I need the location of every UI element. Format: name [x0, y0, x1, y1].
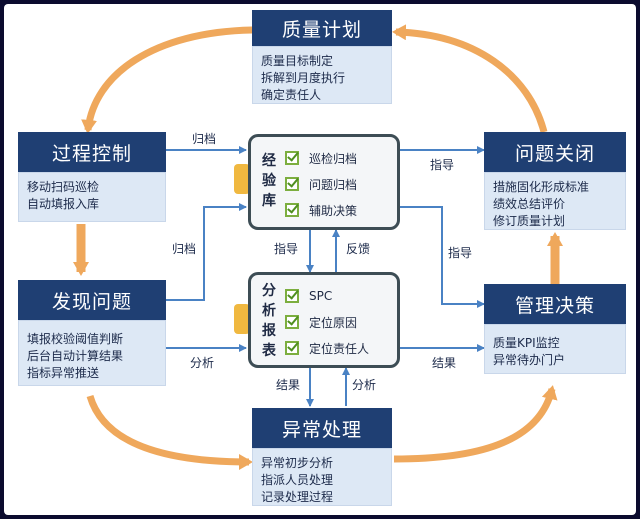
- node-body: 质量KPI监控 异常待办门户: [484, 324, 626, 374]
- node-line: 指派人员处理: [261, 473, 334, 487]
- experience-lib-item: 问题归档: [285, 173, 391, 195]
- node-line: 异常初步分析: [261, 456, 334, 470]
- checkbox-icon: [285, 289, 299, 303]
- node-line: 质量目标制定: [261, 54, 334, 68]
- cycle-arrow-close-to-plan: [392, 24, 548, 133]
- node-exception: 异常处理 异常初步分析 指派人员处理 记录处理过程: [252, 408, 392, 506]
- label-guide-center: 指导: [274, 242, 299, 256]
- node-body: 异常初步分析 指派人员处理 记录处理过程: [252, 448, 392, 506]
- node-body: 措施固化形成标准 绩效总结评价 修订质量计划: [484, 172, 626, 230]
- cycle-arrow-plan-to-control: [81, 26, 253, 134]
- checkbox-icon: [285, 203, 299, 217]
- node-line: 修订质量计划: [493, 214, 566, 228]
- item-label: 巡检归档: [309, 151, 358, 166]
- node-line: 异常待办门户: [493, 353, 566, 367]
- node-line: 移动扫码巡检: [27, 180, 100, 194]
- label-analyze-bottom: 分析: [352, 378, 377, 392]
- analysis-report-item: 定位责任人: [285, 337, 391, 359]
- item-label: 问题归档: [309, 177, 358, 192]
- analysis-report: 分 析 报 表 SPC 定位原因 定位责任人: [248, 272, 400, 368]
- node-line: 拆解到月度执行: [261, 71, 346, 85]
- node-title: 发现问题: [18, 280, 166, 320]
- node-line: 后台自动计算结果: [27, 349, 124, 363]
- label-archive-top: 归档: [192, 132, 217, 146]
- checkbox-icon: [285, 151, 299, 165]
- connector-layer: [73, 24, 563, 470]
- cycle-arrow-find-to-exception: [86, 394, 253, 470]
- item-label: 辅助决策: [309, 203, 358, 218]
- title-char: 经: [262, 153, 276, 169]
- checkbox-icon: [285, 177, 299, 191]
- link-lib-to-decision: [400, 206, 485, 308]
- link-find-to-lib: [166, 203, 247, 301]
- diagram-canvas: 归档 归档 分析 指导 指导 结果 指导 反馈 结果 分析 质量计划 质量目标制…: [4, 4, 636, 515]
- node-title: 异常处理: [252, 408, 392, 448]
- node-line: 质量KPI监控: [493, 336, 560, 350]
- experience-lib-item: 巡检归档: [285, 147, 391, 169]
- title-char: 报: [262, 323, 276, 339]
- node-line: 填报校验阈值判断: [27, 332, 124, 346]
- node-line: 自动填报入库: [27, 197, 100, 211]
- node-title: 过程控制: [18, 132, 166, 172]
- node-title: 质量计划: [252, 10, 392, 46]
- node-title: 问题关闭: [484, 132, 626, 172]
- node-body: 移动扫码巡检 自动填报入库: [18, 172, 166, 222]
- node-issue-close: 问题关闭 措施固化形成标准 绩效总结评价 修订质量计划: [484, 132, 626, 230]
- checkbox-icon: [285, 315, 299, 329]
- label-result-right: 结果: [432, 356, 457, 370]
- analysis-report-tab: [234, 304, 250, 334]
- node-title: 管理决策: [484, 284, 626, 324]
- title-char: 析: [262, 303, 276, 319]
- node-mgmt-decision: 管理决策 质量KPI监控 异常待办门户: [484, 284, 626, 374]
- label-result-bottom: 结果: [276, 378, 301, 392]
- node-line: 措施固化形成标准: [493, 180, 590, 194]
- label-guide-right-top: 指导: [430, 158, 455, 172]
- node-process-control: 过程控制 移动扫码巡检 自动填报入库: [18, 132, 166, 222]
- experience-lib-title: 经 验 库: [259, 151, 279, 211]
- item-label: 定位原因: [309, 315, 358, 330]
- node-find-issue: 发现问题 填报校验阈值判断 后台自动计算结果 指标异常推送: [18, 280, 166, 386]
- cycle-arrow-exception-to-decision: [393, 385, 558, 463]
- item-label: SPC: [309, 289, 333, 303]
- analysis-report-title: 分 析 报 表: [259, 281, 279, 361]
- node-line: 记录处理过程: [261, 490, 334, 504]
- title-char: 表: [262, 343, 276, 359]
- analysis-report-item: 定位原因: [285, 311, 391, 333]
- item-label: 定位责任人: [309, 341, 370, 356]
- node-quality-plan: 质量计划 质量目标制定 拆解到月度执行 确定责任人: [252, 10, 392, 104]
- node-line: 确定责任人: [261, 88, 322, 102]
- node-line: 指标异常推送: [27, 366, 100, 380]
- title-char: 分: [262, 283, 276, 299]
- title-char: 验: [262, 173, 276, 189]
- experience-lib-tab: [234, 164, 250, 194]
- experience-library: 经 验 库 巡检归档 问题归档 辅助决策: [248, 134, 400, 230]
- analysis-report-item: SPC: [285, 285, 391, 307]
- node-body: 质量目标制定 拆解到月度执行 确定责任人: [252, 46, 392, 104]
- label-analyze-left: 分析: [190, 356, 215, 370]
- experience-lib-item: 辅助决策: [285, 199, 391, 221]
- checkbox-icon: [285, 341, 299, 355]
- label-feedback-center: 反馈: [346, 242, 371, 256]
- label-guide-right-mid: 指导: [448, 246, 473, 260]
- label-archive-mid: 归档: [172, 242, 197, 256]
- title-char: 库: [262, 193, 276, 209]
- node-line: 绩效总结评价: [493, 197, 566, 211]
- node-body: 填报校验阈值判断 后台自动计算结果 指标异常推送: [18, 320, 166, 386]
